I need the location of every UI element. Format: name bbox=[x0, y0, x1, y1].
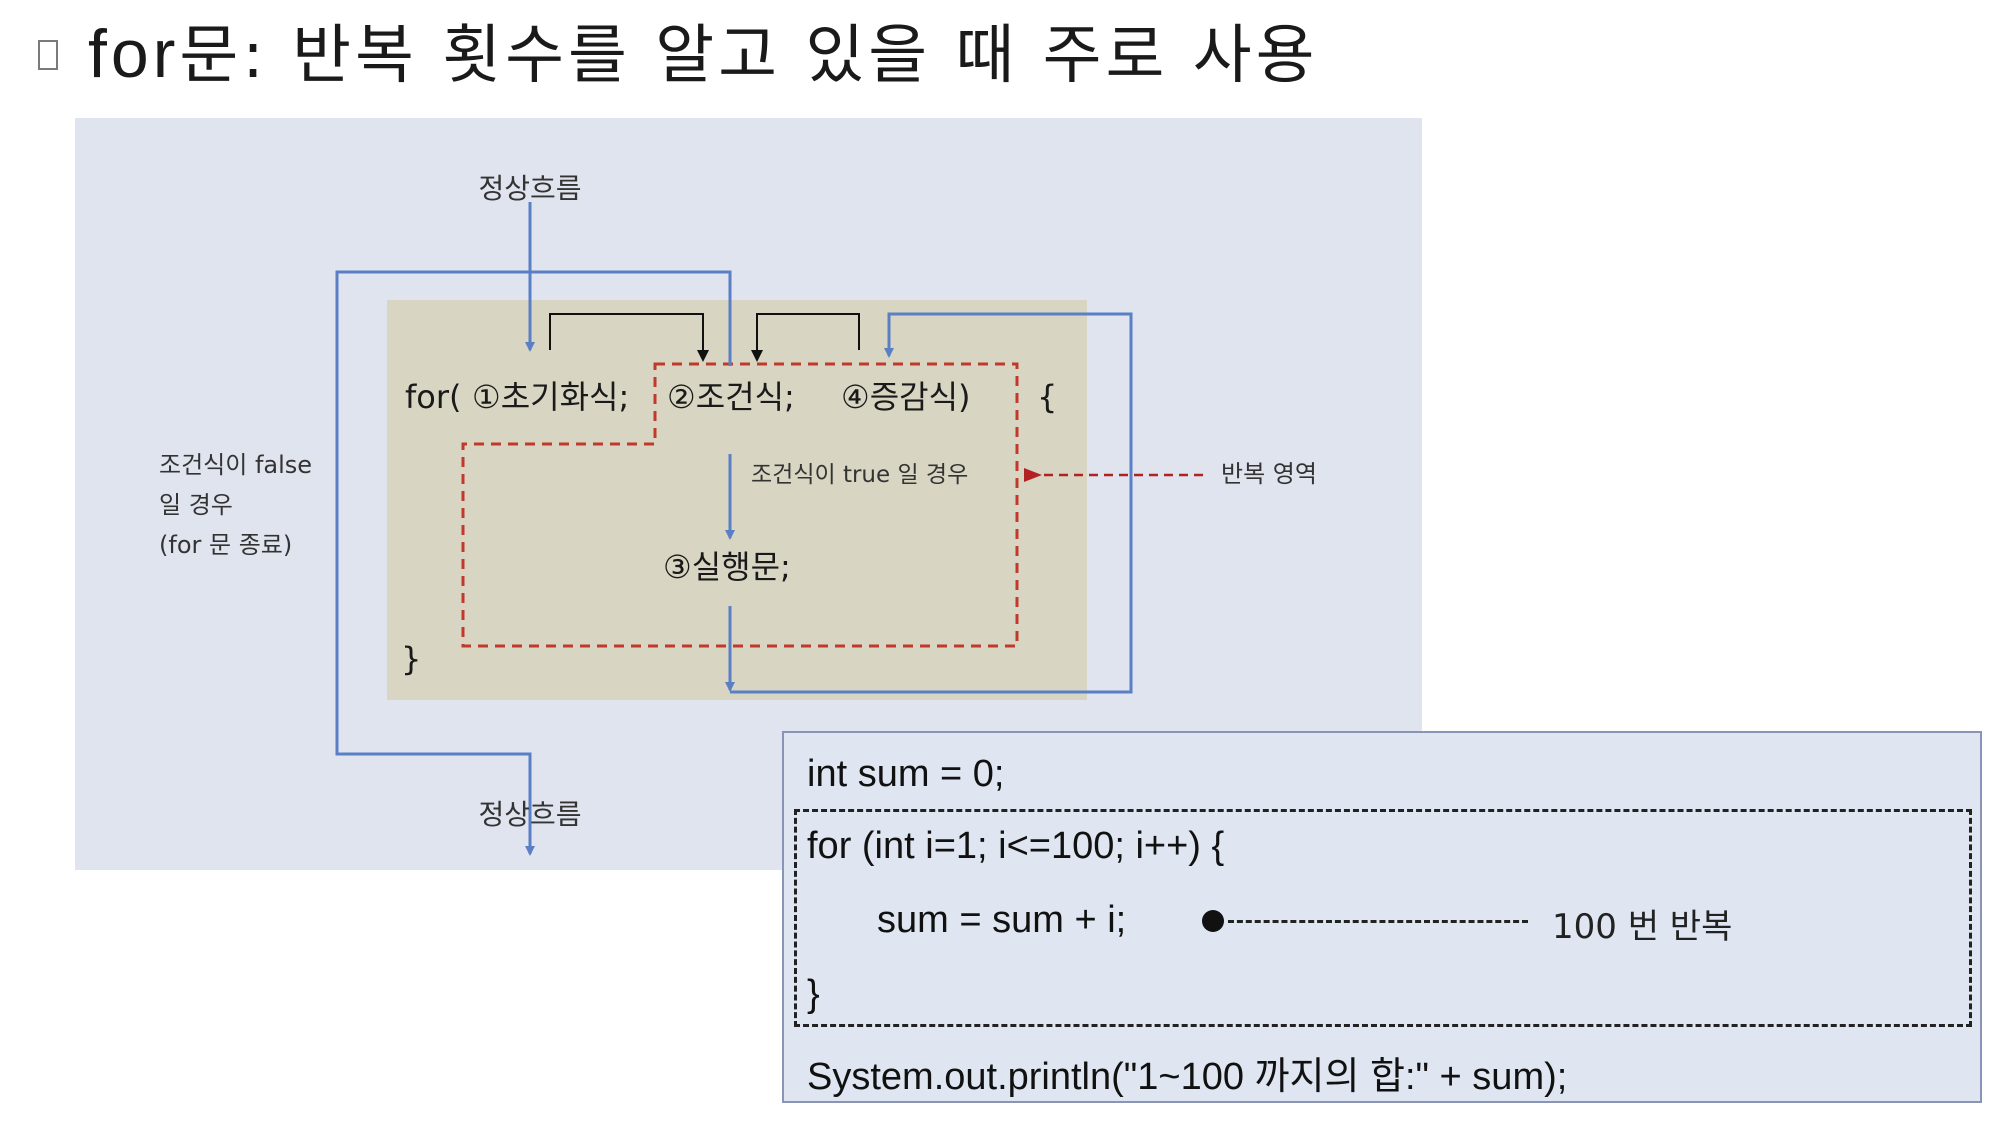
loop-code-area bbox=[387, 300, 1087, 700]
true-condition-label: 조건식이 true 일 경우 bbox=[751, 462, 968, 488]
normal-flow-top-label: 정상흐름 bbox=[478, 172, 581, 205]
loop-body-outline bbox=[794, 809, 1972, 1027]
code-line-for-header: for (int i=1; i<=100; i++) { bbox=[807, 825, 1225, 867]
repeat-leader-line bbox=[1228, 920, 1528, 923]
repeat-count-note: 100 번 반복 bbox=[1552, 907, 1733, 947]
repeat-region-outline bbox=[461, 362, 1019, 648]
heading-description: 문: 반복 횟수를 알고 있을 때 주로 사용 bbox=[179, 19, 1319, 93]
update-expression-label: ④증감식) bbox=[841, 378, 971, 416]
update-to-condition-connector bbox=[751, 313, 860, 362]
init-expression-label: ①초기화식; bbox=[472, 378, 629, 416]
repeat-marker-dot bbox=[1202, 910, 1224, 932]
flow-diagram-svg: 정상흐름 정상흐름 for( ①초기화식; ②조건식; ④증감식) { } ③실… bbox=[159, 172, 1317, 856]
false-exit-line bbox=[335, 270, 732, 856]
for-keyword-label: for( bbox=[405, 378, 461, 416]
code-line-closing-brace: } bbox=[807, 973, 820, 1015]
heading-keyword: for bbox=[88, 16, 180, 92]
repeat-region-label: 반복 영역 bbox=[1221, 460, 1317, 488]
init-to-condition-connector bbox=[549, 313, 709, 362]
slide-heading: for문: 반복 횟수를 알고 있을 때 주로 사용 bbox=[38, 4, 1319, 96]
code-line-print: System.out.println("1~100 까지의 합:" + sum)… bbox=[807, 1056, 1568, 1098]
condition-expression-label: ②조건식; bbox=[667, 378, 795, 416]
code-line-loop-body: sum = sum + i; bbox=[877, 899, 1127, 941]
false-condition-label-line-2: 일 경우 bbox=[159, 491, 233, 519]
false-condition-label-line-3: (for 문 종료) bbox=[159, 531, 292, 559]
heading-text: for문: 반복 횟수를 알고 있을 때 주로 사용 bbox=[88, 4, 1319, 96]
square-bullet-icon bbox=[38, 40, 58, 70]
body-statement-label: ③실행문; bbox=[663, 548, 791, 586]
loop-back-line bbox=[730, 312, 1133, 694]
open-brace-label: { bbox=[1037, 378, 1057, 416]
for-flow-diagram: 정상흐름 정상흐름 for( ①초기화식; ②조건식; ④증감식) { } ③실… bbox=[75, 118, 1422, 870]
false-condition-label-line-1: 조건식이 false bbox=[159, 451, 312, 479]
code-line-declaration: int sum = 0; bbox=[807, 753, 1005, 795]
close-brace-label: } bbox=[401, 640, 421, 678]
code-example-box: int sum = 0; for (int i=1; i<=100; i++) … bbox=[782, 731, 1982, 1103]
normal-flow-bottom-label: 정상흐름 bbox=[478, 798, 581, 831]
